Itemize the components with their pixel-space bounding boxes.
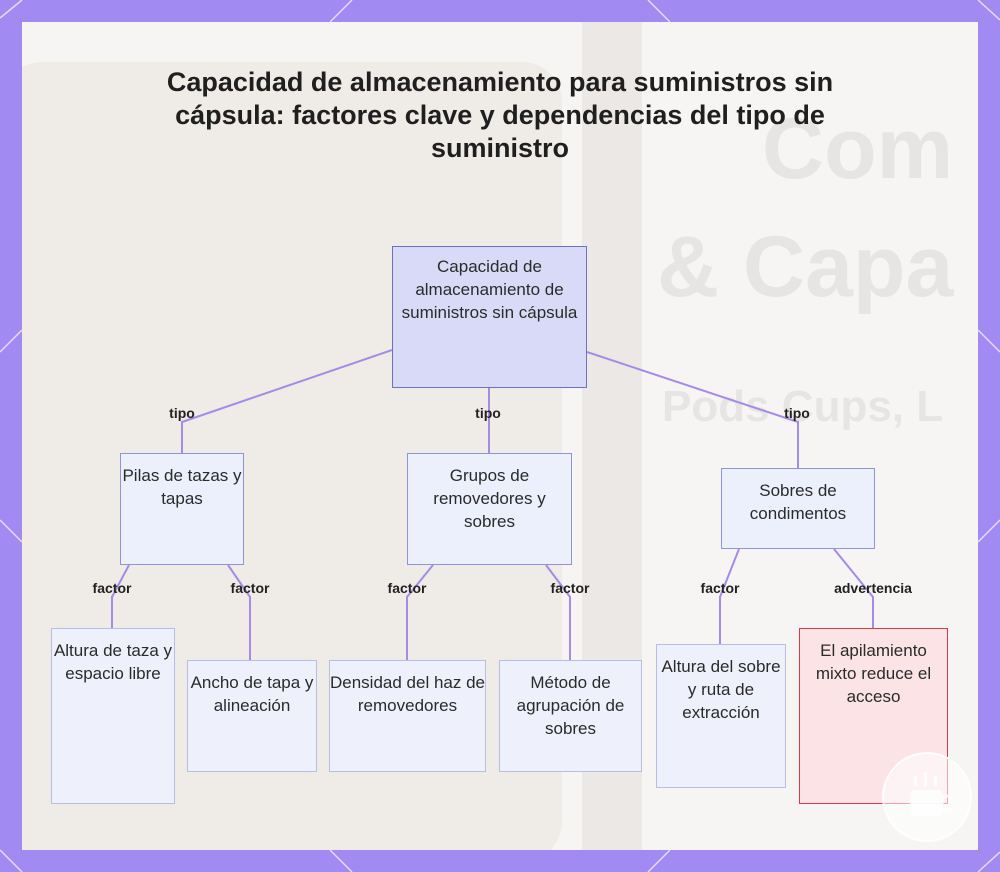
edge-stirrers-density bbox=[406, 564, 434, 660]
edge-label-tipo: tipo bbox=[784, 405, 810, 421]
node-cup-lid-stacks[interactable]: Pilas de tazas y tapas bbox=[120, 453, 244, 565]
edge-label-factor: factor bbox=[92, 580, 132, 596]
watermark-logo-icon bbox=[882, 752, 972, 842]
edge-condiments-height bbox=[719, 548, 740, 644]
node-stirrer-density[interactable]: Densidad del haz de removedores bbox=[329, 660, 486, 772]
node-cup-height[interactable]: Altura de taza y espacio libre bbox=[51, 628, 175, 804]
edge-label-tipo: tipo bbox=[169, 405, 195, 421]
edge-cups-lidwidth bbox=[227, 564, 251, 660]
edge-cups-cupheight bbox=[111, 564, 130, 628]
node-condiment-packets[interactable]: Sobres de condimentos bbox=[721, 468, 875, 549]
edge-stirrers-method bbox=[545, 564, 571, 660]
edge-label-factor: factor bbox=[550, 580, 590, 596]
diagram-title: Capacidad de almacenamiento para suminis… bbox=[166, 67, 834, 163]
edge-root-cups bbox=[181, 349, 393, 453]
node-stirrer-packet-groups[interactable]: Grupos de removedores y sobres bbox=[407, 453, 572, 565]
edge-label-factor: factor bbox=[387, 580, 427, 596]
node-packet-method[interactable]: Método de agrupación de sobres bbox=[499, 660, 642, 772]
edge-condiments-warning bbox=[833, 548, 874, 628]
edge-label-tipo: tipo bbox=[475, 405, 501, 421]
edge-layer bbox=[111, 349, 874, 660]
background-word: Pods Cups, L bbox=[662, 382, 944, 431]
edge-label-advertencia: advertencia bbox=[834, 580, 912, 596]
node-root[interactable]: Capacidad de almacenamiento de suministr… bbox=[392, 246, 587, 388]
edge-label-factor: factor bbox=[230, 580, 270, 596]
node-packet-height[interactable]: Altura del sobre y ruta de extracción bbox=[656, 644, 786, 788]
background-word: & Capa bbox=[657, 219, 954, 315]
diagram-card: Com & Capa Pods Cups, L Capacidad de alm… bbox=[22, 22, 978, 850]
node-lid-width[interactable]: Ancho de tapa y alineación bbox=[187, 660, 317, 772]
edge-label-factor: factor bbox=[700, 580, 740, 596]
background-word: Com bbox=[762, 101, 954, 197]
edge-root-condiments bbox=[586, 351, 799, 468]
